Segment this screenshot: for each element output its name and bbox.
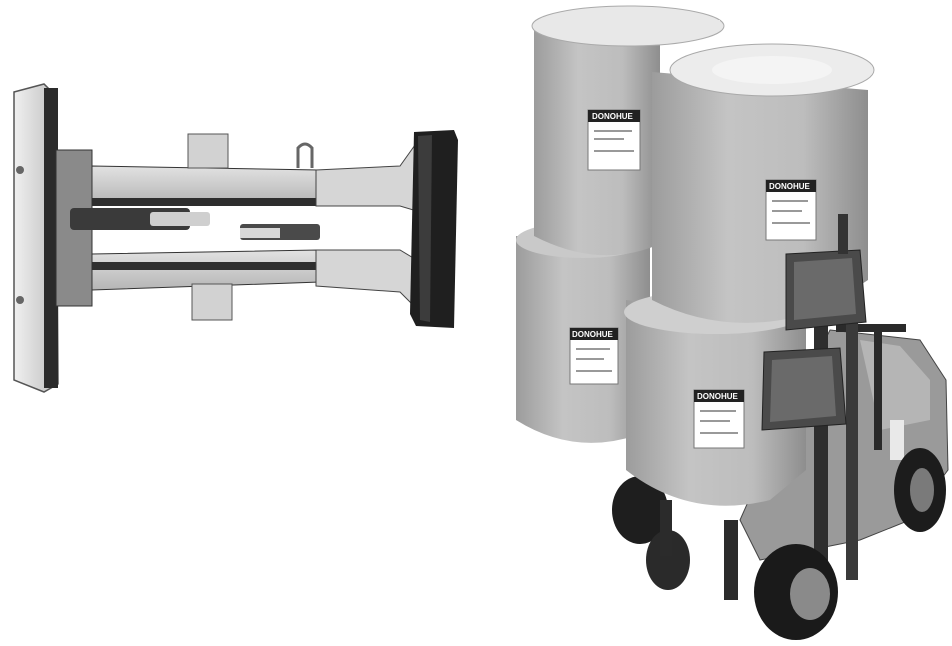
roll-label-2: DONOHUE [765,179,817,241]
forks [660,500,738,600]
roll-label-brand: DONOHUE [572,330,614,339]
roll-label-brand: DONOHUE [592,112,634,121]
roll-label-brand: DONOHUE [697,392,739,401]
roll-label-4: DONOHUE [693,389,745,449]
roll-label-1: DONOHUE [587,109,641,171]
wheels [612,448,946,640]
clamp-attachment [13,83,458,393]
forklift-with-rolls: DONOHUE DONOHUE DONOHUE DONOHUE [516,5,949,640]
forklift-clamp-pads [761,214,867,431]
roll-label-brand: DONOHUE [769,182,811,191]
roll-label-3: DONOHUE [569,327,619,385]
